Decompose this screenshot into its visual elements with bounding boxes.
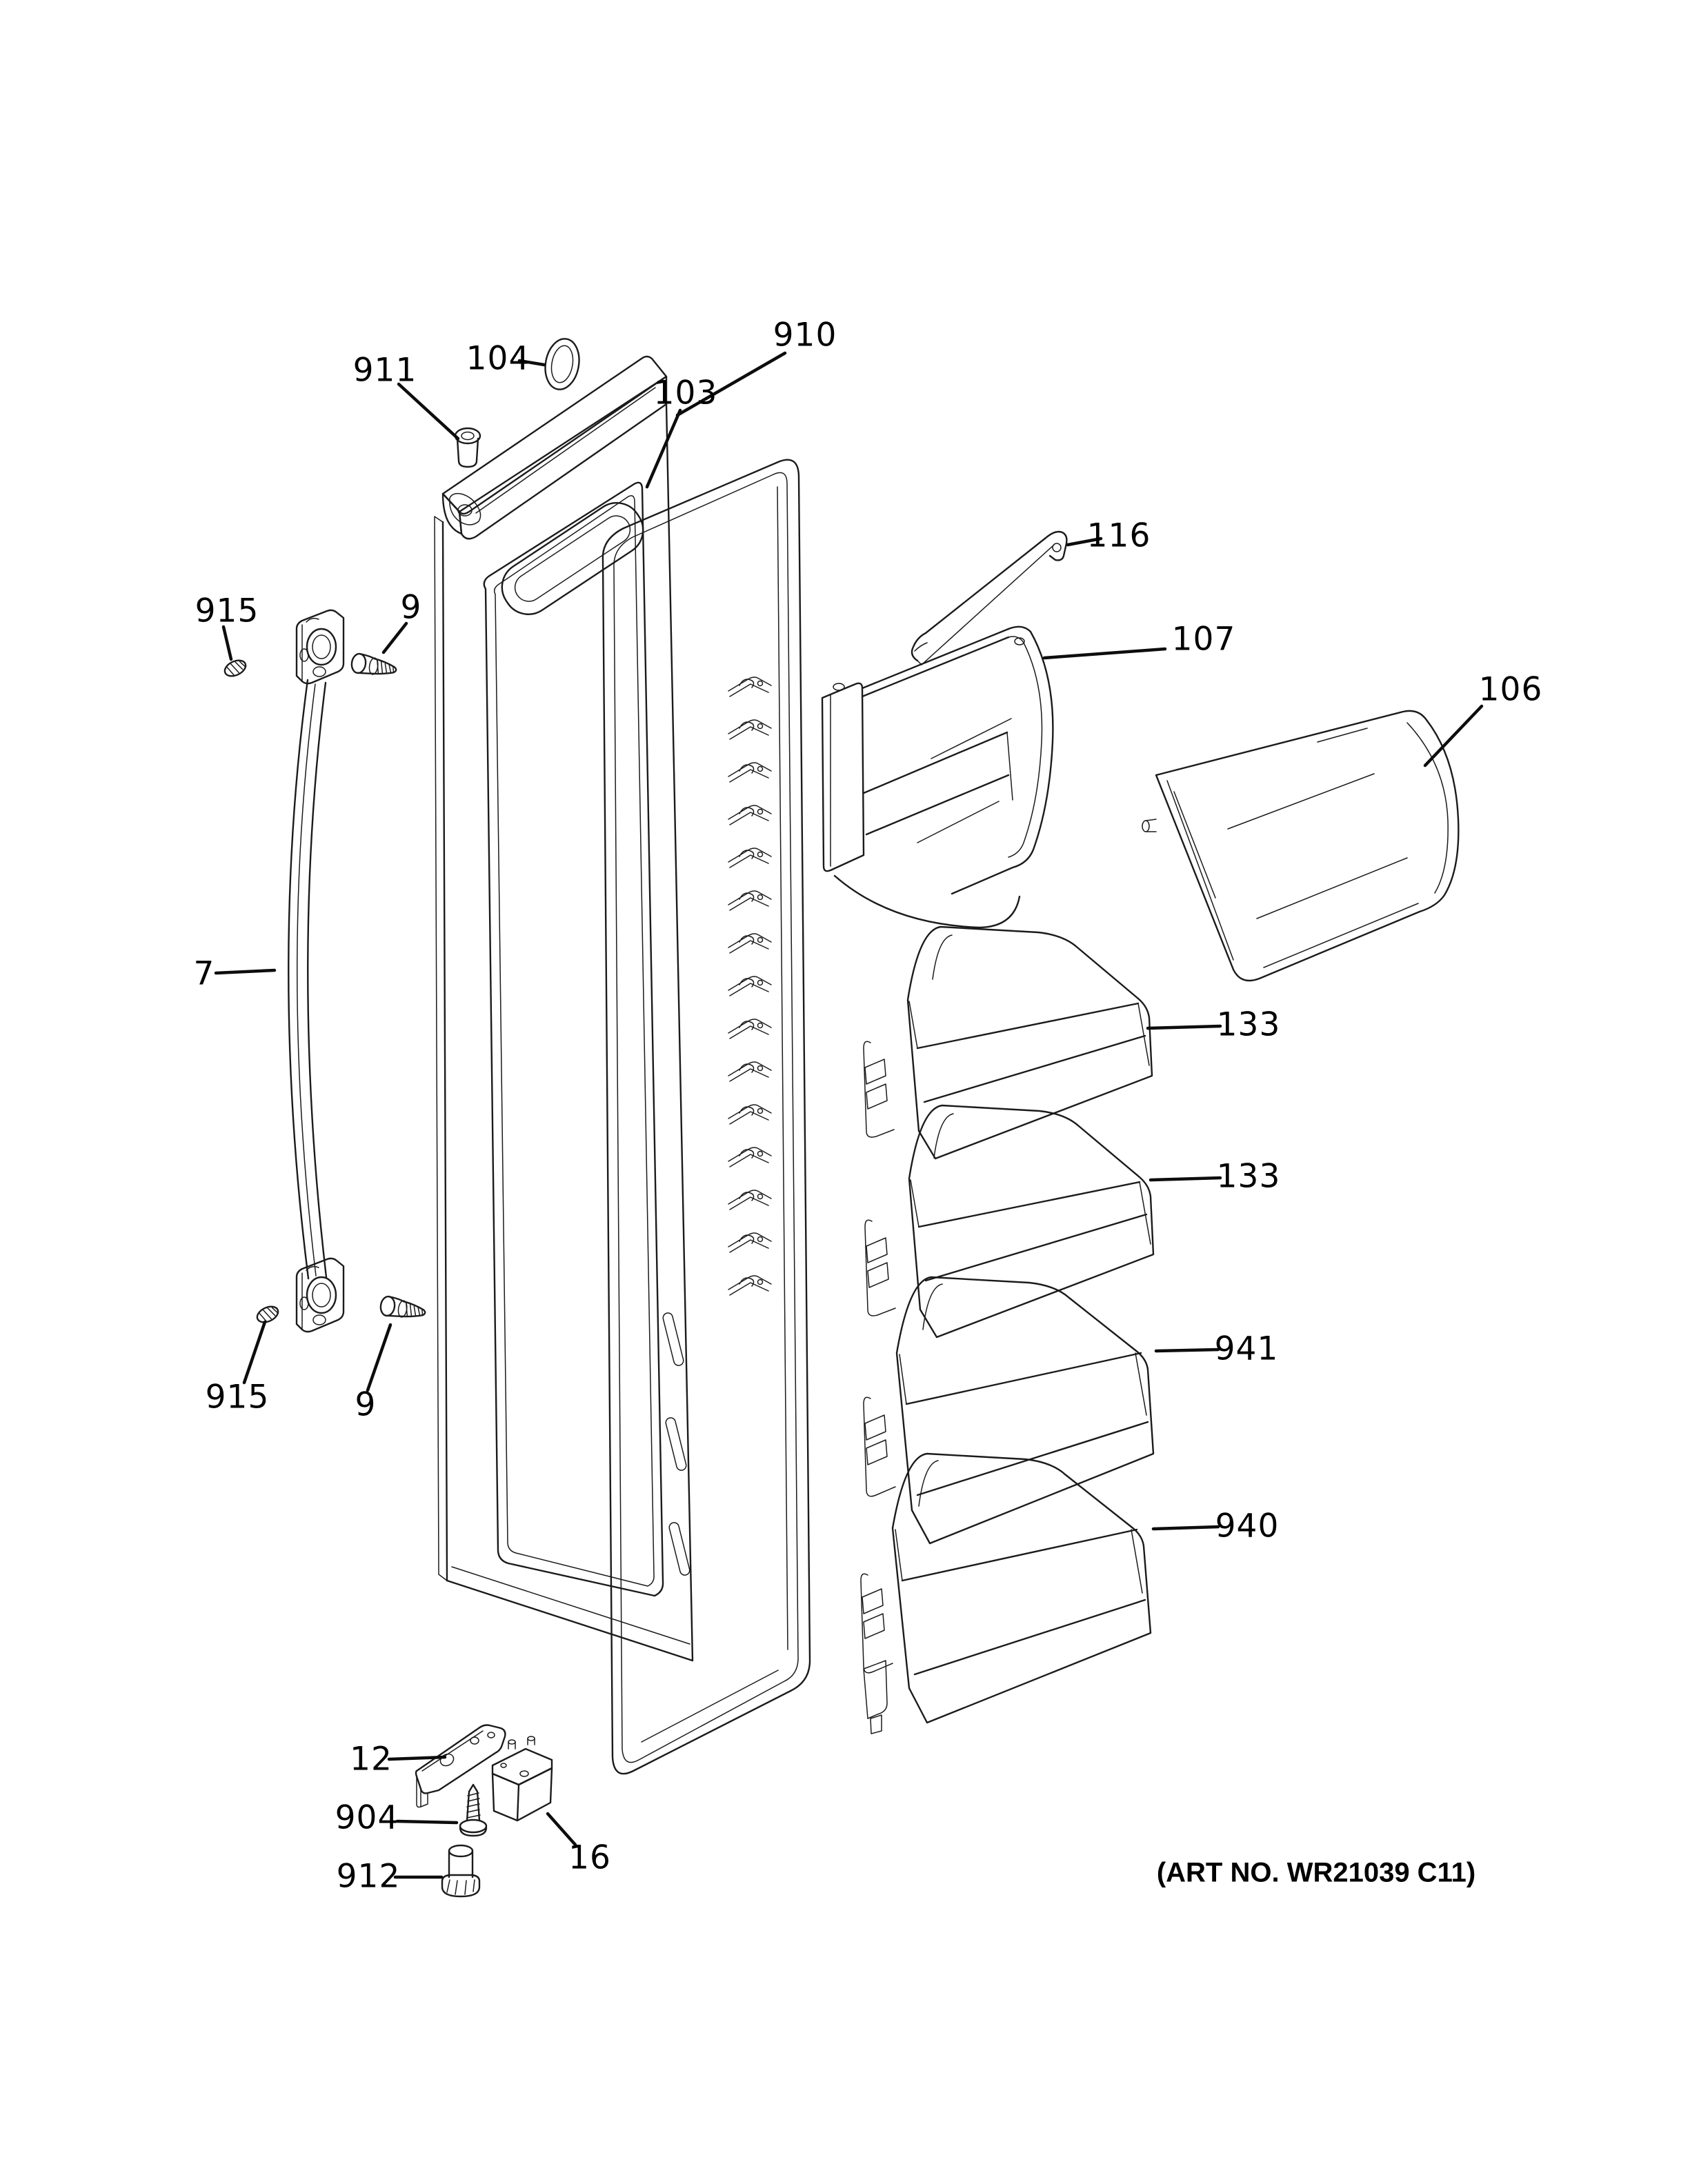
leader-7 (214, 968, 277, 975)
hinge-bushing (441, 1844, 481, 1898)
callout-9-bottom: 9 (355, 1385, 377, 1424)
shelf-front-trim (911, 530, 1068, 665)
door-stop (491, 1736, 553, 1822)
leader-915-bottom (242, 1320, 267, 1385)
door-panel (434, 355, 694, 1662)
callout-940: 940 (1215, 1507, 1280, 1545)
callout-911: 911 (352, 351, 417, 390)
trim-ring (544, 338, 580, 390)
leader-104 (517, 359, 546, 367)
leader-133-upper (1146, 1024, 1222, 1030)
callout-7: 7 (193, 954, 215, 993)
door-bin-941 (863, 1276, 1155, 1545)
handle-bracket-top (295, 609, 345, 685)
door-bin-940 (860, 1452, 1152, 1734)
callout-133-lower: 133 (1216, 1157, 1281, 1196)
handle-bracket-bottom (295, 1257, 345, 1333)
leader-9-top (381, 621, 408, 654)
door-bin-133-upper (863, 925, 1153, 1160)
callout-107: 107 (1171, 620, 1236, 659)
leader-12 (387, 1755, 447, 1761)
leader-16 (546, 1812, 577, 1847)
dairy-bin (821, 625, 1054, 929)
door-gasket (602, 459, 811, 1775)
callout-915-bottom: 915 (205, 1378, 270, 1416)
leader-116 (1066, 537, 1103, 547)
callout-16: 16 (568, 1839, 611, 1877)
leader-106 (1423, 704, 1484, 768)
callout-912: 912 (336, 1857, 401, 1896)
leader-941 (1154, 1348, 1220, 1353)
callout-904: 904 (335, 1799, 399, 1837)
dairy-cover (1142, 710, 1460, 982)
leader-103 (645, 408, 682, 489)
callout-104: 104 (466, 339, 530, 378)
door-handle (288, 609, 345, 1333)
leader-910 (675, 351, 787, 417)
callout-910: 910 (773, 316, 837, 354)
callout-915-top: 915 (195, 592, 259, 630)
callout-116: 116 (1086, 517, 1151, 555)
callout-12: 12 (350, 1740, 392, 1779)
leader-9-bottom (366, 1323, 392, 1392)
leader-107 (1042, 647, 1167, 660)
leader-940 (1151, 1525, 1220, 1531)
grille-screw (459, 1783, 488, 1837)
door-stop-bracket (415, 1724, 506, 1808)
leader-911 (397, 382, 460, 441)
callout-103: 103 (653, 374, 718, 412)
callout-941: 941 (1214, 1330, 1279, 1368)
callout-133-upper: 133 (1216, 1005, 1281, 1044)
leader-904 (395, 1819, 459, 1825)
leader-915-top (221, 625, 233, 661)
art-number: (ART NO. WR21039 C11) (1156, 1857, 1476, 1888)
callout-106: 106 (1478, 670, 1543, 709)
leader-133-lower (1149, 1176, 1222, 1182)
callout-9-top: 9 (400, 588, 422, 627)
